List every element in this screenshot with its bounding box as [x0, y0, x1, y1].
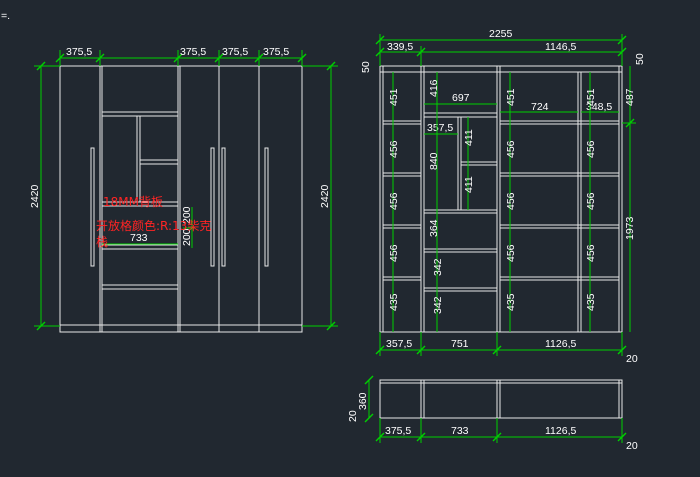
svg-text:435: 435 — [505, 293, 517, 311]
dim-ticks — [55, 53, 307, 63]
right-elevation: 2255 339,5 1146,5 50 50 697 724 357,5 34… — [360, 28, 646, 365]
dim-697: 697 — [452, 92, 470, 104]
door-handle — [90, 147, 95, 267]
svg-text:451: 451 — [388, 88, 400, 106]
dim-height-left: 2420 — [29, 184, 41, 208]
dim-plan-3: 1126,5 — [545, 425, 576, 437]
dim-top-2: 375,5 — [180, 46, 206, 58]
corner-mark: =. — [1, 10, 10, 22]
dim-357-mid: 357,5 — [427, 122, 453, 134]
dim-top-4: 375,5 — [263, 46, 289, 58]
svg-text:456: 456 — [505, 244, 517, 262]
svg-text:456: 456 — [505, 140, 517, 158]
svg-text:416: 416 — [428, 79, 440, 97]
door-handle — [221, 147, 226, 267]
dim-inner-2: 200 — [181, 206, 193, 224]
door-handle — [210, 147, 215, 267]
note-line-3: 栈 — [96, 234, 108, 249]
dim-height-right: 2420 — [319, 184, 331, 208]
svg-text:342: 342 — [432, 258, 444, 276]
svg-text:342: 342 — [432, 296, 444, 314]
dim-bottom-1: 357,5 — [386, 338, 412, 350]
col5-dims: 451 456 456 456 435 — [585, 88, 597, 311]
svg-text:364: 364 — [428, 219, 440, 237]
svg-text:456: 456 — [388, 192, 400, 210]
dim-bottom-3: 1126,5 — [545, 338, 576, 350]
dim-733: 733 — [130, 232, 148, 244]
dim-1146: 1146,5 — [545, 41, 576, 53]
left-elevation: 375,5 375,5 375,5 375,5 2420 2420 200 20… — [29, 46, 338, 333]
dim-bottom-20: 20 — [626, 353, 638, 365]
dim-plan-1: 375,5 — [385, 425, 411, 437]
dim-plan-2: 733 — [451, 425, 469, 437]
svg-text:451: 451 — [585, 88, 597, 106]
left-outer-frame — [59, 65, 303, 333]
dim-plan-20: 20 — [626, 440, 638, 452]
dim-inner-1: 200 — [181, 228, 193, 246]
dim-2255: 2255 — [489, 28, 513, 40]
dim-348: 348,5 — [586, 101, 612, 113]
col2-dims: 416 840 364 342 342 — [428, 79, 444, 314]
svg-text:456: 456 — [585, 192, 597, 210]
svg-text:840: 840 — [428, 152, 440, 170]
door-handle — [264, 147, 269, 267]
svg-text:411: 411 — [463, 129, 475, 146]
plan-view: 360 20 375,5 733 1126,5 20 — [347, 375, 638, 452]
dim-bottom-2: 751 — [451, 338, 469, 350]
dim-right-50: 50 — [634, 53, 646, 65]
dim-plan-side-20: 20 — [347, 410, 359, 422]
svg-text:451: 451 — [505, 88, 517, 106]
plan-outline — [379, 379, 623, 419]
svg-text:456: 456 — [388, 140, 400, 158]
dim-top-1: 375,5 — [66, 46, 92, 58]
svg-text:456: 456 — [505, 192, 517, 210]
dim-top-3: 375,5 — [222, 46, 248, 58]
svg-text:456: 456 — [585, 140, 597, 158]
col4-dims: 451 456 456 456 435 — [505, 88, 517, 311]
note-line-1: 18MM背板 — [103, 195, 163, 209]
note-line-2: 开放格颜色:R:13柴克 — [96, 218, 211, 233]
svg-text:456: 456 — [388, 244, 400, 262]
svg-text:435: 435 — [585, 293, 597, 311]
svg-text:435: 435 — [388, 293, 400, 311]
dim-724: 724 — [531, 101, 549, 113]
dim-360: 360 — [357, 392, 369, 410]
dim-1973: 1973 — [624, 216, 636, 240]
col3-dims: 411 411 — [463, 129, 475, 193]
col1-dims: 451 456 456 456 435 — [388, 88, 400, 311]
right-outer-frame — [379, 65, 623, 333]
svg-text:411: 411 — [463, 176, 475, 193]
dim-339: 339,5 — [387, 41, 413, 53]
svg-text:456: 456 — [585, 244, 597, 262]
dim-487: 487 — [624, 88, 636, 106]
dim-left-50: 50 — [360, 61, 372, 73]
